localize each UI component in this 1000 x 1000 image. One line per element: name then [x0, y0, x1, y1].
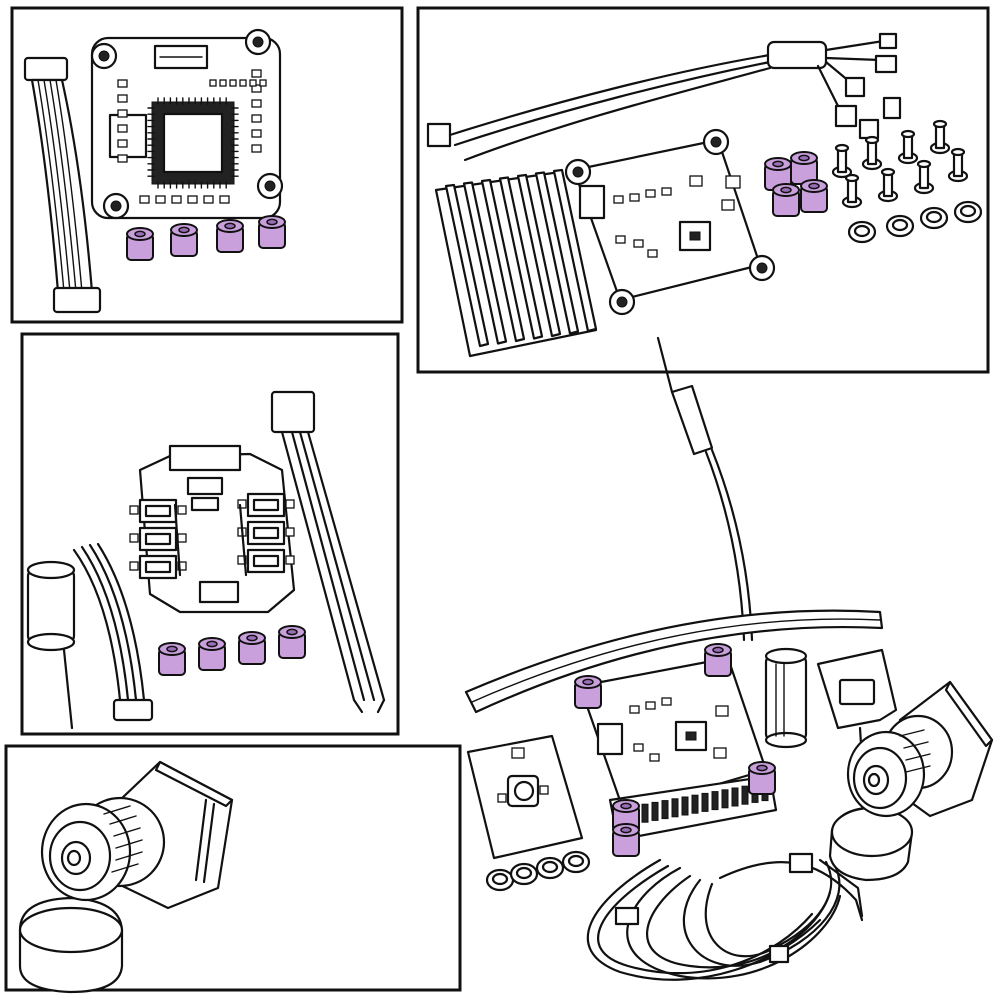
cable-bundle-icon: [586, 852, 864, 981]
antenna-icon: [656, 336, 754, 642]
fpv-stack-assembly: [464, 336, 994, 981]
power-lead-icon: [270, 390, 386, 714]
wire-harness-icon: [426, 32, 902, 162]
connector-icon: [816, 648, 898, 762]
capacitor-icon: [26, 560, 76, 730]
spacer-set-icon: [764, 151, 828, 217]
heatsink-rail-icon: [464, 609, 884, 714]
ribbon-cable-icon: [23, 56, 102, 314]
receiver-module-icon: [466, 734, 591, 892]
esc-board-panel: [20, 332, 400, 736]
signal-cable-icon: [72, 542, 154, 722]
board-pads: [117, 69, 267, 204]
fc-board-panel: [10, 6, 404, 324]
stacked-boards-icon: [574, 643, 778, 857]
video-transmitter-board-icon: [564, 128, 776, 316]
vtx-kit-panel: [416, 6, 990, 374]
camera-panel: [4, 744, 462, 994]
fpv-camera-icon: [828, 680, 994, 882]
esc-board-icon: [129, 444, 296, 614]
heatsink-icon: [434, 168, 598, 358]
flight-controller-board-icon: [90, 28, 284, 220]
fpv-camera-icon: [18, 760, 234, 994]
capacitor-icon: [764, 647, 808, 749]
